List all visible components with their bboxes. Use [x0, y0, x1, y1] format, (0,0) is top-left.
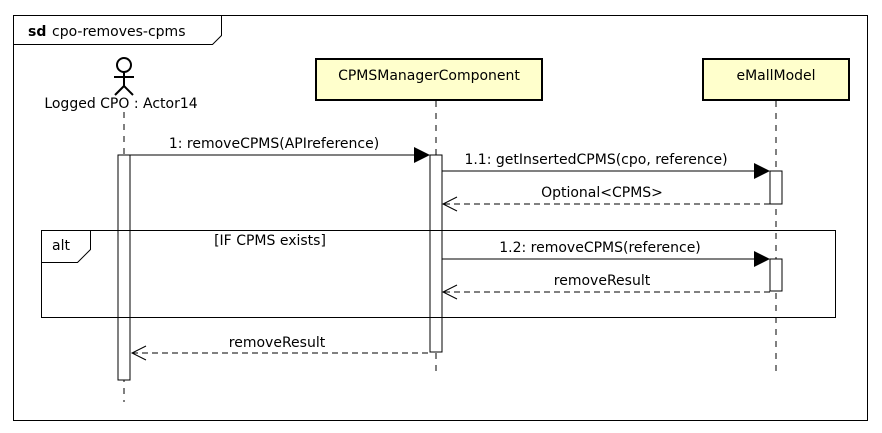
- model-activation-bar-1: [769, 170, 783, 205]
- message-label: 1.2: removeCPMS(reference): [499, 240, 701, 256]
- participant-cpms-manager-component[interactable]: CPMSManagerComponent: [315, 58, 543, 101]
- return-remove-result-model: removeResult: [441, 273, 770, 300]
- actor-label: Logged CPO : Actor14: [44, 96, 197, 112]
- message-label: removeResult: [554, 273, 651, 289]
- message-label: 1.1: getInsertedCPMS(cpo, reference): [464, 152, 727, 168]
- actor-icon[interactable]: [114, 57, 134, 96]
- manager-activation-bar: [429, 154, 443, 353]
- message-remove-cpms-reference: 1.2: removeCPMS(reference): [442, 240, 770, 267]
- message-label: removeResult: [229, 335, 326, 351]
- participant-label: CPMSManagerComponent: [338, 68, 520, 84]
- message-label: Optional<CPMS>: [541, 185, 663, 201]
- alt-guard: [IF CPMS exists]: [214, 233, 326, 249]
- frame-keyword: sd: [28, 24, 46, 40]
- message-get-inserted-cpms: 1.1: getInsertedCPMS(cpo, reference): [442, 152, 770, 179]
- alt-fragment: [41, 230, 836, 318]
- frame-name-tab: [13, 15, 222, 45]
- return-optional-cpms: Optional<CPMS>: [441, 185, 770, 212]
- message-label: 1: removeCPMS(APIreference): [169, 136, 379, 152]
- frame-name: cpo-removes-cpms: [52, 24, 186, 40]
- diagram-frame: [13, 15, 868, 421]
- participant-emall-model[interactable]: eMallModel: [702, 58, 850, 101]
- participant-label: eMallModel: [736, 68, 815, 84]
- alt-operator-tab: [41, 230, 91, 263]
- message-remove-cpms-api: 1: removeCPMS(APIreference): [130, 136, 430, 163]
- return-remove-result-actor: removeResult: [130, 335, 430, 361]
- actor-activation-bar: [117, 154, 131, 381]
- model-activation-bar-2: [769, 258, 783, 292]
- alt-operator: alt: [52, 238, 70, 254]
